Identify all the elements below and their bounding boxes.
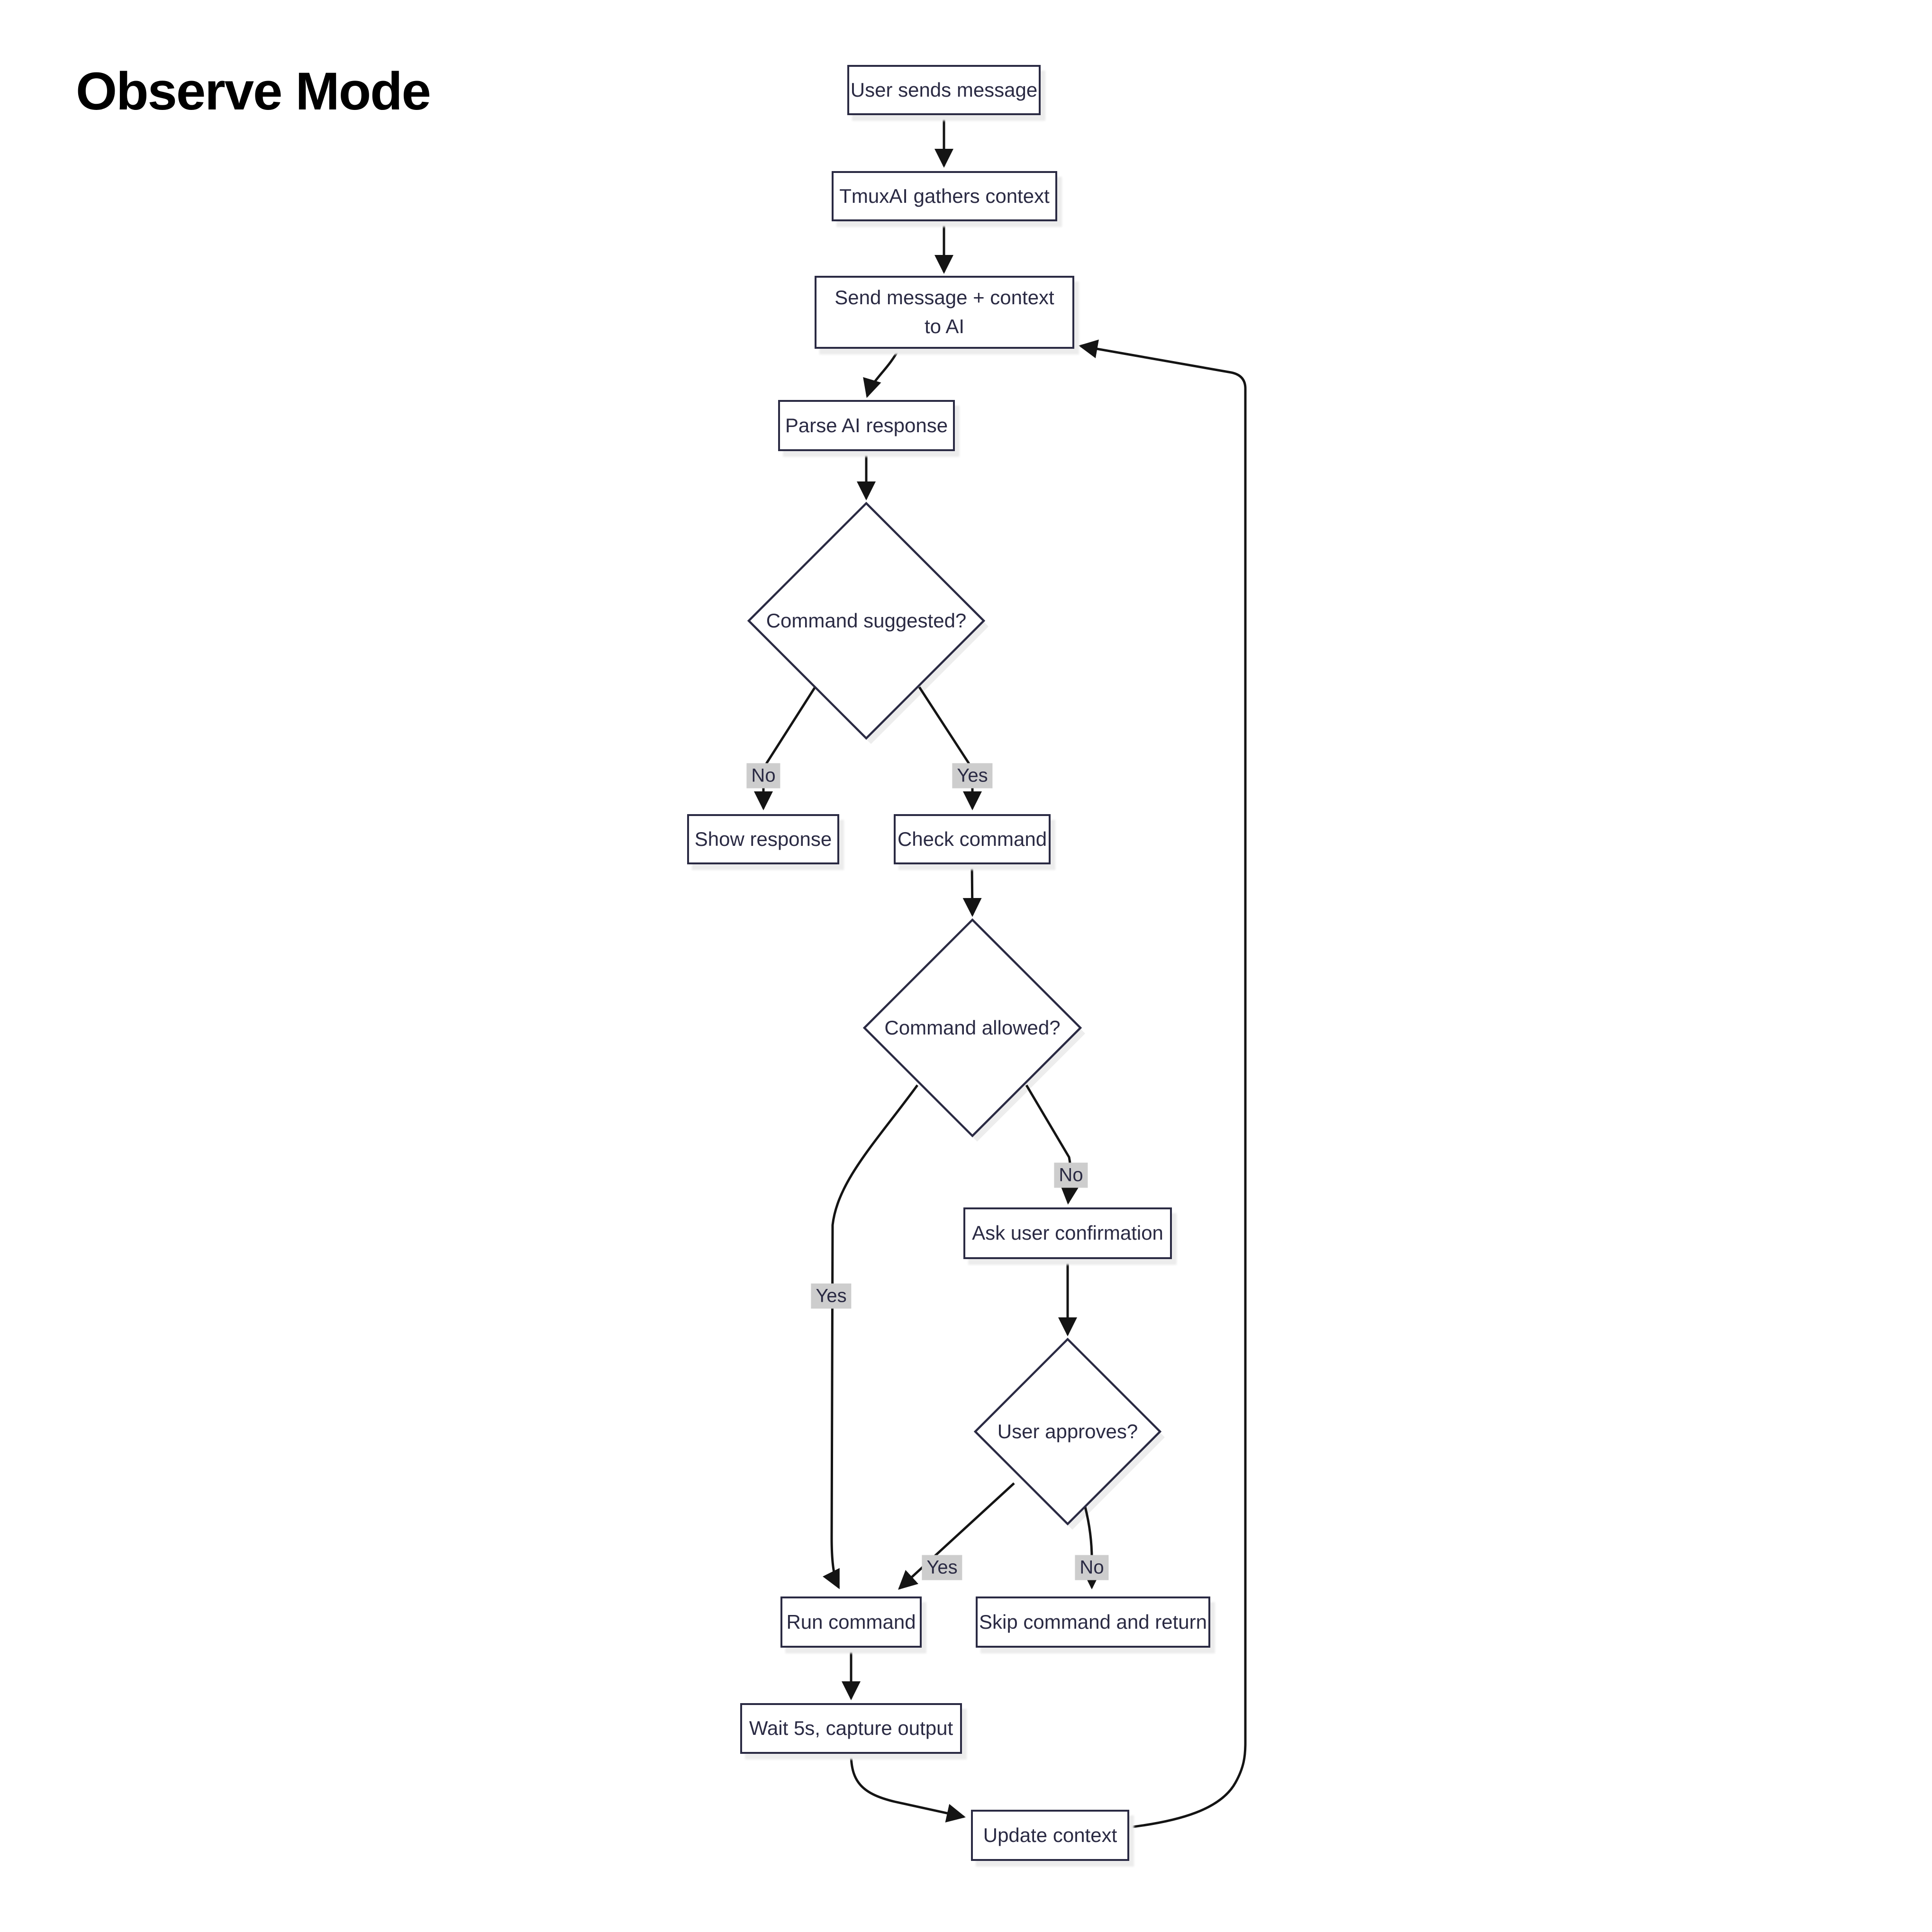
edge-update-to-send-return <box>1079 339 1247 1829</box>
node-send-message-context: Send message + context to AI <box>815 276 1074 349</box>
edge-suggested-yes <box>918 686 982 810</box>
node-show-response-label: Show response <box>694 827 832 850</box>
node-wait-capture-output: Wait 5s, capture output <box>740 1703 962 1754</box>
node-user-sends-message-label: User sends message <box>850 78 1038 101</box>
edge-label-command-suggested-no: No <box>746 763 780 789</box>
node-tmuxai-gathers-context: TmuxAI gathers context <box>832 171 1057 221</box>
edge-wait-to-update <box>850 1753 966 1823</box>
edge-label-command-allowed-yes: Yes <box>811 1283 852 1309</box>
node-ask-user-confirmation-label: Ask user confirmation <box>972 1222 1163 1244</box>
node-check-command-label: Check command <box>897 827 1047 850</box>
edge-label-command-allowed-no: No <box>1054 1162 1088 1188</box>
decision-command-suggested-shape <box>747 501 986 740</box>
node-update-context-label: Update context <box>983 1823 1117 1846</box>
edge-label-user-approves-no: No <box>1075 1555 1109 1580</box>
page-title: Observe Mode <box>76 62 431 121</box>
edge-label-command-suggested-yes: Yes <box>952 763 993 789</box>
node-run-command: Run command <box>780 1596 922 1648</box>
decision-command-suggested-label: Command suggested? <box>766 609 967 632</box>
decision-user-approves-shape <box>973 1337 1162 1526</box>
node-parse-ai-response: Parse AI response <box>778 400 955 451</box>
node-wait-capture-output-label: Wait 5s, capture output <box>749 1717 953 1740</box>
decision-user-approves-label: User approves? <box>997 1420 1138 1442</box>
edge-send-to-parse <box>863 348 900 398</box>
edge-suggested-no <box>754 686 816 810</box>
node-skip-command-and-return: Skip command and return <box>976 1596 1210 1648</box>
node-check-command: Check command <box>894 814 1051 864</box>
edge-approves-yes <box>898 1482 1015 1590</box>
node-run-command-label: Run command <box>786 1610 916 1633</box>
node-skip-command-and-return-label: Skip command and return <box>979 1610 1207 1633</box>
decision-command-allowed-label: Command allowed? <box>884 1016 1061 1039</box>
node-send-message-context-label: Send message + context to AI <box>834 286 1054 337</box>
node-tmuxai-gathers-context-label: TmuxAI gathers context <box>839 184 1050 207</box>
node-ask-user-confirmation: Ask user confirmation <box>963 1207 1172 1259</box>
edge-allowed-yes <box>823 1084 919 1589</box>
node-show-response: Show response <box>687 814 839 864</box>
edge-label-user-approves-yes: Yes <box>922 1555 962 1580</box>
node-parse-ai-response-label: Parse AI response <box>785 414 948 436</box>
decision-command-allowed-shape <box>862 918 1082 1138</box>
node-user-sends-message: User sends message <box>847 65 1041 115</box>
node-update-context: Update context <box>971 1810 1129 1861</box>
